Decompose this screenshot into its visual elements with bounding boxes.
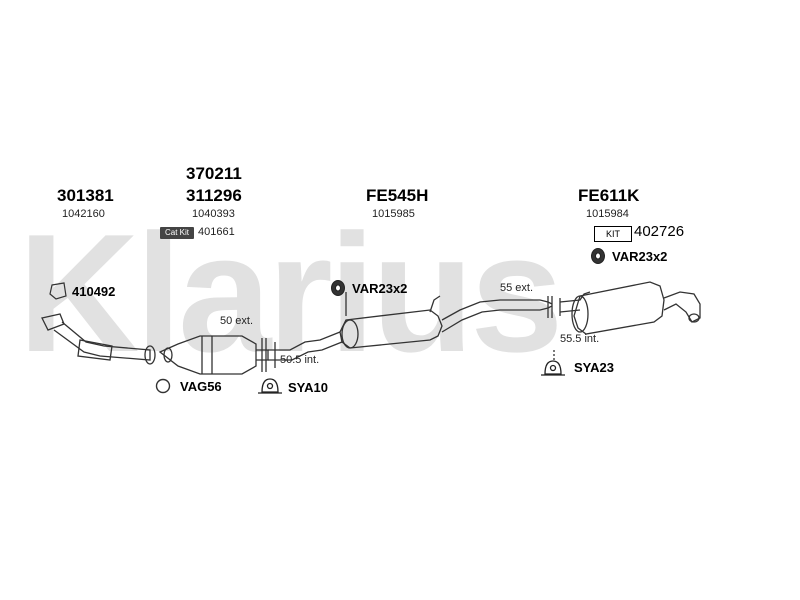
ring-icon xyxy=(155,378,171,394)
kit-badge: KIT xyxy=(594,226,632,242)
part-number-370211: 370211 xyxy=(186,164,242,183)
rubber-mount-icon xyxy=(331,280,345,296)
middle-pipe-part xyxy=(261,331,343,372)
dimension-50-ext: 50 ext. xyxy=(220,315,254,327)
center-silencer-part xyxy=(339,295,553,349)
dimension-50-5-int: 50.5 int. xyxy=(280,354,320,366)
part-number-fe611k: FE611K xyxy=(578,186,640,205)
rear-silencer-part xyxy=(547,281,701,335)
clamp-label-sya23: SYA23 xyxy=(574,360,614,375)
gasket-label: 410492 xyxy=(72,284,116,299)
kit-ref-402726: 402726 xyxy=(634,223,685,240)
dimension-55-ext: 55 ext. xyxy=(500,282,534,294)
part-ref-1042160: 1042160 xyxy=(62,208,105,220)
front-downpipe-part xyxy=(41,313,156,365)
part-ref-1015985: 1015985 xyxy=(372,208,415,220)
clamp-label-sya10: SYA10 xyxy=(288,380,328,395)
clamp-icon xyxy=(258,378,282,394)
part-ref-1015984: 1015984 xyxy=(586,208,629,220)
part-number-301381: 301381 xyxy=(57,186,114,205)
rubber-mount-label-rear: VAR23x2 xyxy=(612,249,668,264)
part-number-311296: 311296 xyxy=(186,186,242,205)
rubber-mount-label-mid: VAR23x2 xyxy=(352,281,408,296)
part-number-fe545h: FE545H xyxy=(366,186,429,205)
part-ref-1040393: 1040393 xyxy=(192,208,235,220)
cat-kit-ref: 401661 xyxy=(198,226,235,238)
cat-kit-badge: Cat Kit xyxy=(160,227,194,239)
gasket-icon xyxy=(49,282,67,300)
clamp-icon xyxy=(541,360,565,376)
catalytic-converter-part xyxy=(158,335,269,375)
dimension-55-5-int: 55.5 int. xyxy=(560,333,600,345)
ring-label: VAG56 xyxy=(180,379,222,394)
rubber-mount-icon xyxy=(591,248,605,264)
